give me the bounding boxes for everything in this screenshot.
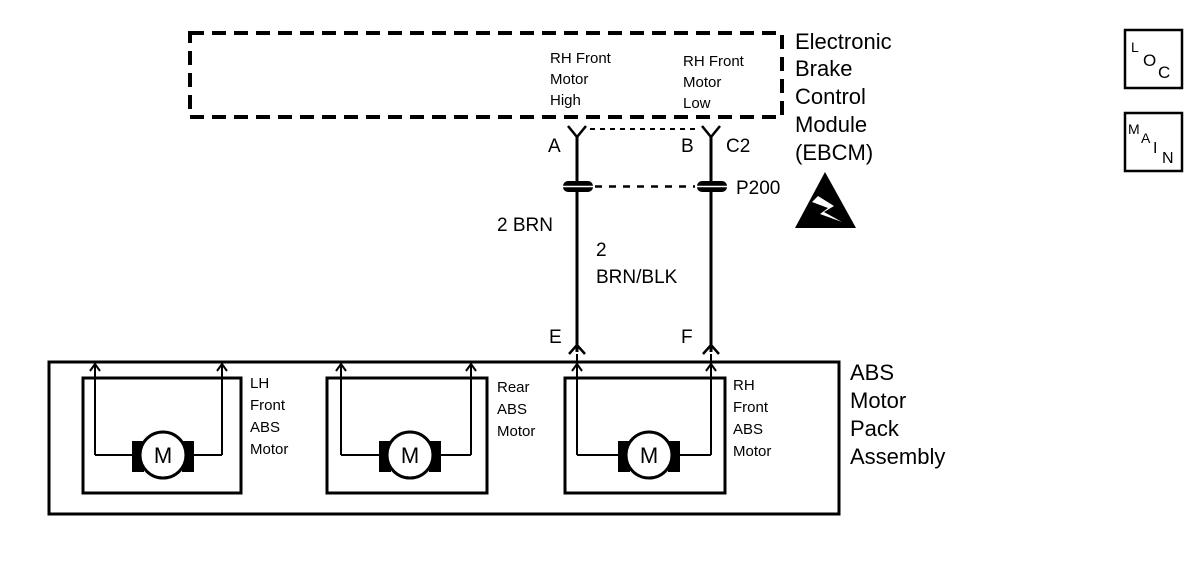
main-button-frame[interactable] <box>1123 111 1184 173</box>
motor-label-line: Motor <box>497 423 535 440</box>
ebcm-name: Electronic Brake Control Module (EBCM) <box>795 29 892 165</box>
pin-e-connector-symbol <box>568 343 586 355</box>
loc-button[interactable]: L O C <box>1123 28 1184 90</box>
ebcm-name-line: Electronic <box>795 29 892 54</box>
ebcm-pin-b-label-line: Motor <box>683 74 721 91</box>
ebcm-pin-b-label-line: RH Front <box>683 53 745 70</box>
motor-lh-front-frame <box>81 376 243 495</box>
main-button-letter: M <box>1128 121 1140 137</box>
motor-label-line: Motor <box>250 441 288 458</box>
ebcm-pin-b-label: RH Front Motor Low <box>683 53 745 112</box>
motor-symbol-letter: M <box>154 443 172 468</box>
motor-rear-frame <box>325 376 489 495</box>
ebcm-module-box <box>188 31 784 119</box>
p200-connector-left <box>563 181 593 192</box>
motor-lh-front: M <box>81 362 243 495</box>
loc-button-letter: C <box>1158 63 1170 82</box>
motor-lh-front-label: LH Front ABS Motor <box>250 375 288 458</box>
motor-symbol-icon <box>624 430 674 480</box>
loc-button-frame[interactable] <box>1123 28 1184 90</box>
pin-b-connector-symbol <box>701 125 721 139</box>
pin-e-label: E <box>549 327 562 348</box>
abs-motor-pack-assembly-box <box>47 360 841 516</box>
pin-f-label: F <box>681 327 693 348</box>
ebcm-pin-a-label-line: RH Front <box>550 50 612 67</box>
assembly-name-line: Pack <box>850 416 900 441</box>
connector-c2-label: C2 <box>726 136 750 157</box>
motor-label-line: Motor <box>733 443 771 460</box>
main-button-letter: I <box>1153 140 1157 157</box>
pin-a-connector-symbol <box>567 125 587 139</box>
main-button-letter: A <box>1141 130 1151 146</box>
motor-rh-front: M <box>563 354 727 495</box>
ebcm-pin-a-label-line: High <box>550 92 581 109</box>
motor-label-line: ABS <box>250 419 280 436</box>
pin-b-label: B <box>681 136 694 157</box>
main-button-letter: N <box>1162 150 1174 167</box>
motor-label-line: ABS <box>497 401 527 418</box>
ebcm-pin-a-label: RH Front Motor High <box>550 50 612 109</box>
motor-label-line: LH <box>250 375 269 392</box>
pin-a-label: A <box>548 136 561 157</box>
ebcm-name-line: Brake <box>795 56 852 81</box>
assembly-name-line: Motor <box>850 388 906 413</box>
wire-left-label: 2 BRN <box>497 215 553 236</box>
motor-label-line: Front <box>733 399 769 416</box>
motor-rear-label: Rear ABS Motor <box>497 379 535 440</box>
motor-rh-front-label: RH Front ABS Motor <box>733 377 771 460</box>
assembly-name-line: Assembly <box>850 444 945 469</box>
motor-symbol-icon <box>385 430 435 480</box>
motor-label-line: RH <box>733 377 755 394</box>
ebcm-name-line: Control <box>795 84 866 109</box>
p200-connector-right <box>697 181 727 192</box>
motor-label-line: Front <box>250 397 286 414</box>
loc-button-letter: O <box>1143 51 1156 70</box>
loc-button-letter: L <box>1131 39 1139 55</box>
motor-rh-front-frame <box>563 376 727 495</box>
ebcm-pin-b-label-line: Low <box>683 95 711 112</box>
p200-label: P200 <box>736 178 780 199</box>
motor-label-line: Rear <box>497 379 530 396</box>
motor-symbol-letter: M <box>640 443 658 468</box>
motor-label-line: ABS <box>733 421 763 438</box>
motor-symbol-letter: M <box>401 443 419 468</box>
motor-rear: M <box>325 362 489 495</box>
motor-symbol-icon <box>138 430 188 480</box>
assembly-name: ABS Motor Pack Assembly <box>850 360 945 469</box>
assembly-name-line: ABS <box>850 360 894 385</box>
wire-right-color-label: BRN/BLK <box>596 267 678 288</box>
ebcm-name-line: Module <box>795 112 867 137</box>
ebcm-pin-a-label-line: Motor <box>550 71 588 88</box>
main-button[interactable]: M A I N <box>1123 111 1184 173</box>
wire-right-gauge-label: 2 <box>596 240 607 261</box>
esd-sensitive-icon <box>795 172 856 228</box>
pin-f-connector-symbol <box>702 343 720 355</box>
ebcm-name-line: (EBCM) <box>795 140 873 165</box>
